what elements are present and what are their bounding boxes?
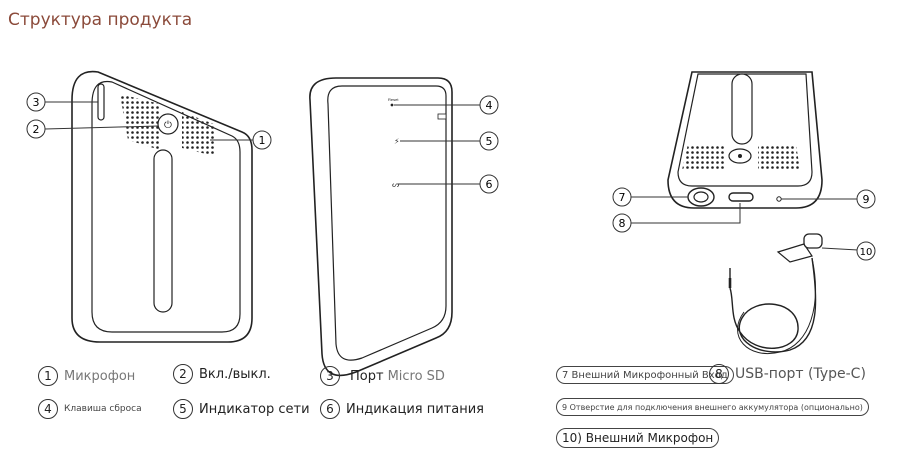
external-microphone — [728, 233, 859, 354]
legend-num: 6 — [320, 399, 340, 419]
legend-label: 9 Отверстие для подключения внешнего акк… — [562, 402, 863, 412]
page-title: Структура продукта — [8, 10, 193, 30]
front-device: ⏻ — [71, 70, 253, 343]
callout-8: 8 — [612, 203, 741, 233]
front-slot — [153, 149, 173, 313]
back-device: Reset ⚡ ᔕ — [309, 77, 453, 377]
svg-text:9: 9 — [863, 193, 870, 206]
legend-item-3: 3 Порт Micro SD — [320, 366, 445, 386]
legend-label: Индикация питания — [346, 401, 484, 417]
legend-item-6: 6 Индикация питания — [320, 399, 484, 419]
legend-label: 7 Внешний Микрофонный Вход — [562, 369, 728, 381]
callout-4: 4 — [394, 95, 499, 115]
legend-num: 8 — [709, 364, 729, 384]
dc-hole — [776, 196, 782, 202]
legend-num: 4 — [38, 399, 58, 419]
legend-box-10: 10) Внешний Микрофон — [556, 428, 720, 448]
signal-icon: ⚡ — [394, 137, 400, 146]
legend-item-4: 4 Клавиша сброса — [38, 399, 142, 419]
legend-num: 1 — [38, 366, 58, 386]
reset-hole — [390, 103, 394, 107]
legend-item-1: 1 Микрофон — [38, 366, 135, 386]
legend-label-extra: Micro SD — [387, 368, 445, 384]
battery-icon: ᔕ — [392, 180, 399, 189]
legend-box-7: 7 Внешний Микрофонный Вход — [556, 366, 734, 384]
usb-c-port — [728, 192, 754, 202]
svg-text:6: 6 — [486, 178, 493, 191]
legend-item-9: 9 Отверстие для подключения внешнего акк… — [556, 398, 869, 416]
legend-item-10: 10) Внешний Микрофон — [556, 428, 720, 448]
legend-label: Индикатор сети — [199, 401, 310, 417]
callout-1: 1 — [210, 130, 272, 150]
legend-label: 10) Внешний Микрофон — [562, 431, 714, 445]
bottom-grille-left — [682, 144, 726, 170]
legend-num: 5 — [173, 399, 193, 419]
mic-grille-right — [182, 112, 214, 156]
mic-grille-left — [120, 94, 160, 150]
power-icon: ⏻ — [164, 120, 172, 131]
callout-9: 9 — [781, 189, 876, 209]
legend-box-9: 9 Отверстие для подключения внешнего акк… — [556, 398, 869, 416]
callout-6: 6 — [398, 174, 499, 194]
bottom-device — [667, 71, 823, 209]
bottom-grille-right — [758, 144, 800, 170]
legend-label: Микрофон — [64, 368, 136, 384]
callout-5: 5 — [400, 131, 499, 151]
svg-text:3: 3 — [33, 96, 40, 109]
callout-2: 2 — [26, 119, 159, 139]
legend-label: Вкл./выкл. — [199, 366, 271, 382]
svg-text:7: 7 — [619, 191, 626, 204]
sd-icon — [437, 113, 447, 120]
svg-text:4: 4 — [486, 99, 493, 112]
legend-num: 3 — [320, 366, 340, 386]
sd-slot — [97, 83, 105, 121]
callout-3: 3 — [26, 92, 98, 112]
legend-item-5: 5 Индикатор сети — [173, 399, 310, 419]
reset-label: Reset — [388, 97, 399, 102]
callout-7: 7 — [612, 187, 688, 207]
legend-num: 2 — [173, 364, 193, 384]
legend-label: Клавиша сброса — [64, 404, 142, 414]
svg-text:5: 5 — [486, 135, 493, 148]
legend-label: USB-порт (Type-C) — [735, 366, 866, 382]
svg-text:10: 10 — [860, 247, 873, 258]
callout-10: 10 — [856, 241, 876, 261]
legend-item-8: 8 USB-порт (Type-C) — [709, 364, 866, 384]
legend-label: Порт — [350, 368, 384, 384]
svg-text:8: 8 — [619, 217, 626, 230]
power-button — [157, 113, 179, 135]
svg-text:1: 1 — [259, 134, 266, 147]
legend-item-7: 7 Внешний Микрофонный Вход — [556, 366, 734, 384]
svg-text:2: 2 — [33, 123, 40, 136]
legend-item-2: 2 Вкл./выкл. — [173, 364, 271, 384]
